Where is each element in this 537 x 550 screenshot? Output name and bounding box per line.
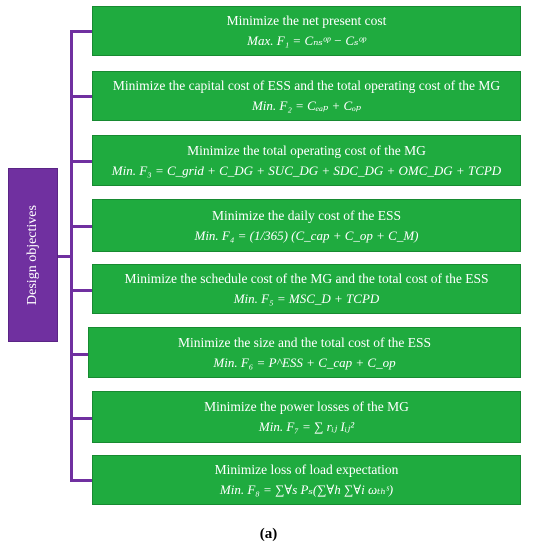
objective-formula: Min. F₆ = P^ESS + C_cap + C_op — [213, 354, 396, 370]
objective-box-6: Minimize the size and the total cost of … — [88, 327, 521, 378]
objective-formula: Min. F₇ = ∑ rᵢⱼ Iᵢⱼ² — [258, 419, 355, 434]
branch-connector — [70, 160, 92, 163]
design-objectives-label: Design objectives — [25, 205, 40, 305]
objective-box-7: Minimize the power losses of the MG Min.… — [92, 391, 521, 443]
objective-title: Minimize the net present cost — [226, 13, 387, 28]
objective-box-5: Minimize the schedule cost of the MG and… — [92, 264, 521, 314]
objective-box-2: Minimize the capital cost of ESS and the… — [92, 71, 521, 121]
objective-title: Minimize the capital cost of ESS and the… — [112, 78, 501, 93]
branch-connector — [70, 225, 92, 228]
objective-formula: Min. F₄ = (1/365) (C_cap + C_op + C_M) — [194, 227, 419, 243]
branch-connector — [70, 289, 92, 292]
objective-title: Minimize the power losses of the MG — [204, 399, 409, 414]
branch-connector — [70, 417, 92, 420]
objective-formula: Min. F₂ = Cₑₐₚ + Cₒₚ — [251, 98, 362, 113]
design-objectives-box: Design objectives — [8, 168, 58, 342]
branch-connector — [70, 479, 92, 482]
objective-box-4: Minimize the daily cost of the ESS Min. … — [92, 199, 521, 252]
objective-formula: Max. F₁ = Cₙₛᵒᵖ − Cₛᵒᵖ — [247, 33, 366, 48]
objective-formula: Min. F₃ = C_grid + C_DG + SUC_DG + SDC_D… — [111, 162, 502, 178]
objective-box-8: Minimize loss of load expectation Min. F… — [92, 455, 521, 505]
branch-connector — [70, 95, 92, 98]
objective-formula: Min. F₈ = ∑∀s Pₛ(∑∀h ∑∀i ωₜₕˢ) — [219, 482, 394, 497]
branch-connector — [70, 353, 88, 356]
objective-title: Minimize the size and the total cost of … — [177, 334, 432, 350]
branch-connector — [70, 30, 92, 33]
objective-box-1: Minimize the net present cost Max. F₁ = … — [92, 6, 521, 56]
figure-caption: (a) — [259, 526, 278, 542]
objective-title: Minimize the schedule cost of the MG and… — [124, 271, 489, 286]
objective-formula: Min. F₅ = MSC_D + TCPD — [233, 291, 380, 306]
objective-title: Minimize the daily cost of the ESS — [212, 207, 401, 223]
tree-spine — [70, 31, 73, 481]
objective-box-3: Minimize the total operating cost of the… — [92, 135, 521, 186]
root-connector — [58, 255, 71, 258]
objective-title: Minimize the total operating cost of the… — [187, 142, 426, 158]
objective-title: Minimize loss of load expectation — [214, 462, 399, 477]
